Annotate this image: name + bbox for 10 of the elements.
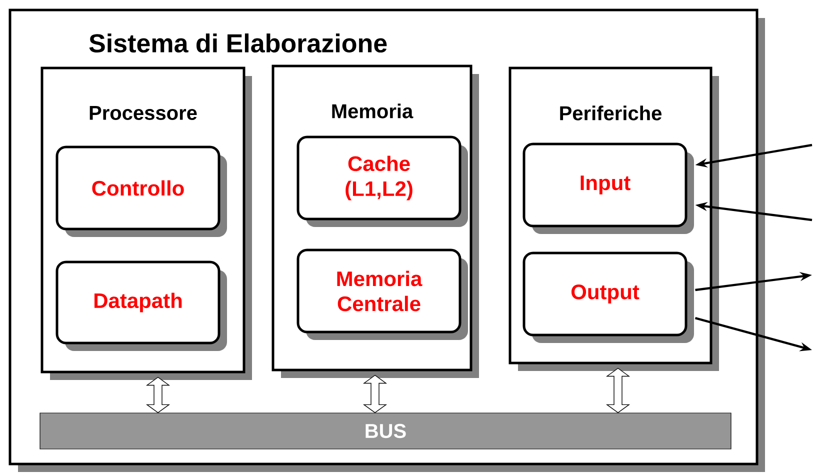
bus-bar: BUS	[40, 412, 732, 450]
component-box: Input	[522, 142, 694, 234]
component-box: Controllo	[56, 146, 227, 237]
component-box: Cache (L1,L2)	[296, 136, 468, 227]
component-box: Output	[522, 252, 694, 343]
component-box: Datapath	[56, 260, 227, 351]
bus-arrow	[362, 374, 388, 414]
bus-arrow	[146, 376, 170, 414]
bus-arrow	[606, 368, 630, 414]
component-box: Memoria Centrale	[296, 248, 468, 340]
